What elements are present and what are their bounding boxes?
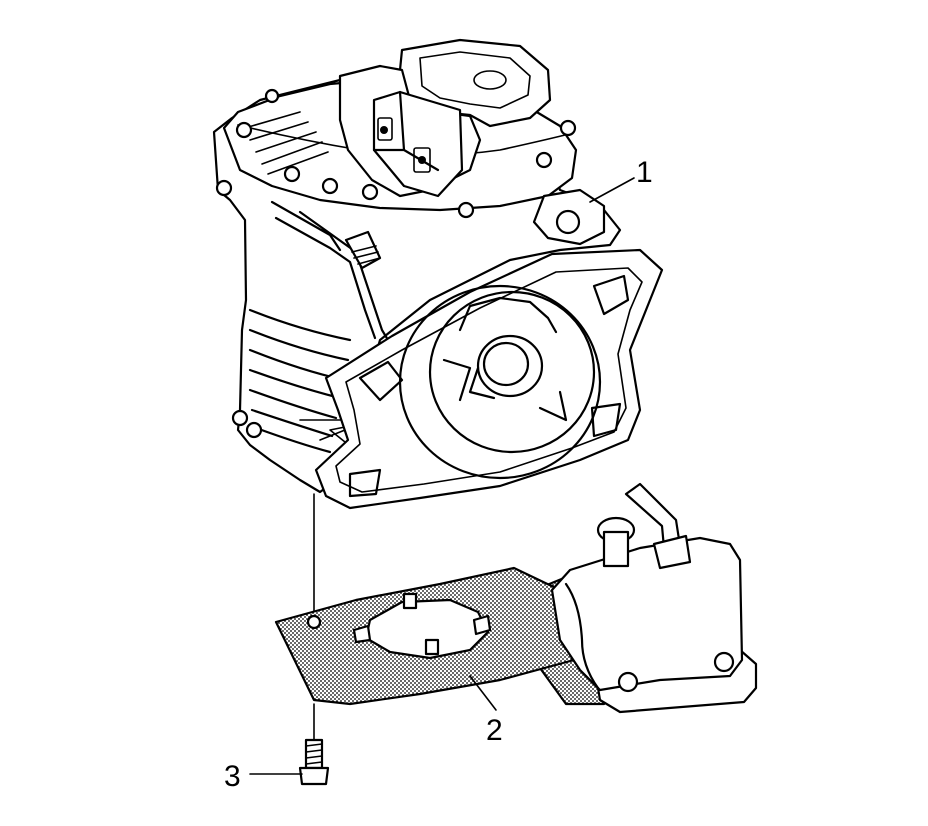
callout-2-label: 2 (486, 714, 503, 747)
cover-bolt-heads (215, 88, 577, 219)
callout-2: 2 (469, 675, 503, 747)
callout-1-label: 1 (636, 156, 653, 189)
callout-1: 1 (589, 156, 653, 203)
flange-bolt-holes (348, 274, 630, 498)
actuator-unit (550, 482, 758, 714)
callout-3: 3 (224, 760, 303, 793)
main-housing (212, 38, 664, 510)
housing-bore (398, 284, 602, 480)
bolt (298, 703, 330, 786)
callout-3-label: 3 (224, 760, 241, 793)
